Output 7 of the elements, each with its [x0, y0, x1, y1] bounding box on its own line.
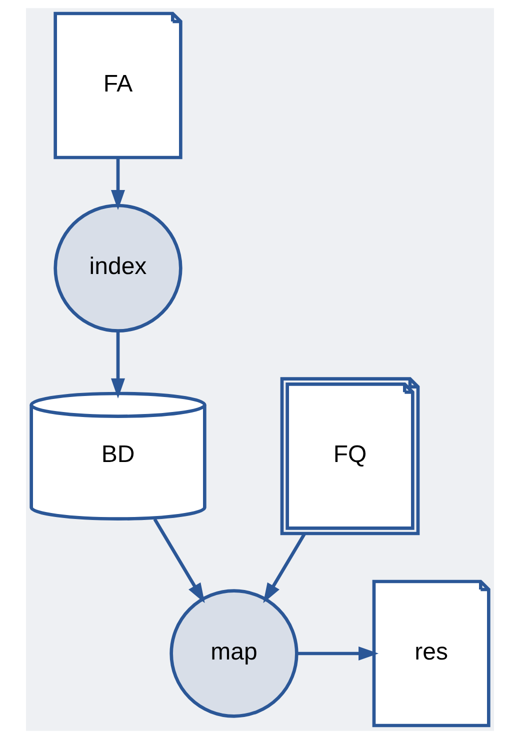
arrow: [153, 518, 205, 604]
arrow: [110, 158, 126, 210]
arrow: [296, 646, 379, 661]
arrow: [110, 331, 126, 398]
node-circle: index: [54, 204, 182, 332]
arrow: [263, 533, 306, 604]
node-circle: map: [170, 589, 298, 718]
